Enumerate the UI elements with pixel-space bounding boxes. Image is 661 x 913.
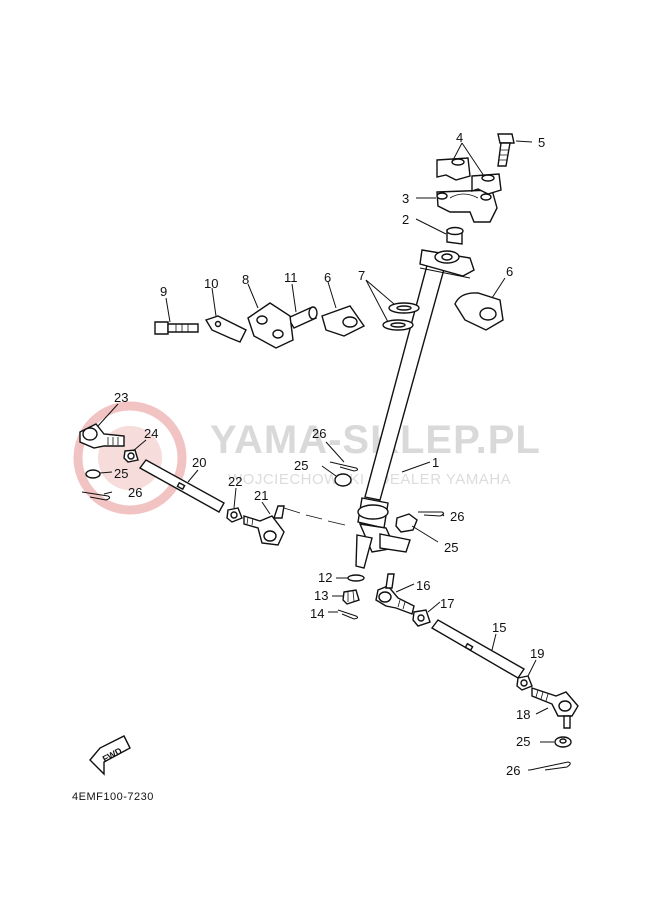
leader-lines — [97, 140, 554, 771]
callout-1: 1 — [432, 455, 439, 470]
tie-rod-end-inner-left — [243, 505, 285, 546]
callout-15: 15 — [492, 620, 506, 635]
holder-part — [436, 189, 498, 223]
callout-25-a: 25 — [114, 466, 128, 481]
nut-24 — [123, 449, 139, 463]
callout-17: 17 — [440, 596, 454, 611]
callout-22: 22 — [228, 474, 242, 489]
callout-2: 2 — [402, 212, 409, 227]
callout-numbers: 1 2 3 4 5 6 6 7 8 9 10 11 12 13 14 15 16… — [114, 130, 545, 778]
callout-26-b: 26 — [312, 426, 326, 441]
washer-25a — [85, 469, 101, 479]
tie-rod-left — [138, 459, 225, 513]
bolt-left — [154, 321, 199, 335]
cotter-pin-26c — [418, 511, 445, 517]
callout-14: 14 — [310, 606, 324, 621]
callout-23: 23 — [114, 390, 128, 405]
callout-10: 10 — [204, 276, 218, 291]
callout-25-d: 25 — [516, 734, 530, 749]
callout-4: 4 — [456, 130, 463, 145]
callout-7: 7 — [358, 268, 365, 283]
callout-19: 19 — [530, 646, 544, 661]
washer-12 — [347, 574, 365, 582]
cotter-pin-26b — [329, 461, 359, 472]
washer-25b — [334, 473, 352, 487]
cotter-pin-26a — [81, 491, 111, 501]
callout-13: 13 — [314, 588, 328, 603]
callout-18: 18 — [516, 707, 530, 722]
collar-part — [446, 226, 464, 245]
washer-25d — [554, 736, 572, 748]
callout-12: 12 — [318, 570, 332, 585]
tie-rod-end-left — [79, 423, 125, 449]
watermark: YAMA-SKLEP.PL WOJCIECHOWSKI I DEALER YAM… — [73, 401, 541, 515]
plate-part — [204, 315, 247, 343]
watermark-brand: YAMA-SKLEP.PL — [210, 418, 541, 462]
tie-rod-right — [430, 619, 525, 679]
callout-20: 20 — [192, 455, 206, 470]
cotter-pin-14 — [337, 609, 359, 620]
nut-17 — [412, 609, 431, 627]
tie-rod-end-inner-right — [375, 573, 415, 615]
callout-6-left: 6 — [324, 270, 331, 285]
bolt-part — [497, 133, 515, 167]
callout-26-c: 26 — [450, 509, 464, 524]
callout-8: 8 — [242, 272, 249, 287]
bush-part — [286, 306, 318, 329]
callout-25-b: 25 — [294, 458, 308, 473]
callout-9: 9 — [160, 284, 167, 299]
nut-22 — [226, 507, 243, 523]
diagram-code: 4EMF100-7230 — [72, 791, 154, 803]
bracket-part — [247, 302, 294, 349]
callout-21: 21 — [254, 488, 268, 503]
callout-5: 5 — [538, 135, 545, 150]
callout-6-right: 6 — [506, 264, 513, 279]
callout-26-d: 26 — [506, 763, 520, 778]
callout-16: 16 — [416, 578, 430, 593]
clamp-right — [454, 292, 504, 331]
callout-25-c: 25 — [444, 540, 458, 555]
castle-nut-13 — [342, 589, 360, 605]
steering-column — [355, 249, 475, 569]
callout-3: 3 — [402, 191, 409, 206]
washer-25c — [395, 513, 418, 533]
callout-11: 11 — [284, 270, 298, 285]
tie-rod-end-right — [531, 687, 579, 729]
cotter-pin-26d — [529, 761, 571, 771]
nut-19 — [516, 675, 533, 691]
callout-24: 24 — [144, 426, 158, 441]
fwd-arrow-icon: FWD — [89, 735, 131, 776]
callout-26-a: 26 — [128, 485, 142, 500]
washers — [382, 302, 420, 331]
handlebar-holder-upper — [436, 157, 502, 195]
clamp-left — [321, 305, 366, 337]
